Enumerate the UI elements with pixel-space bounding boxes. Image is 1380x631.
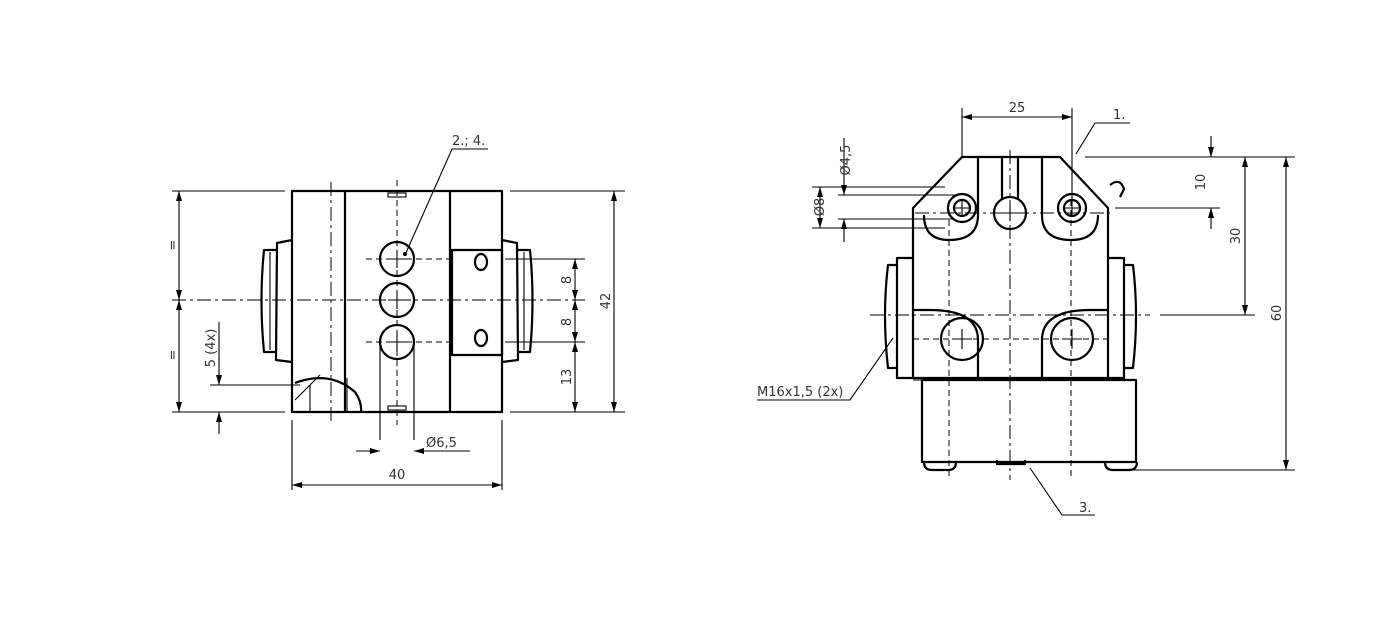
dim-5-4x: 5 (4x) [204, 329, 219, 368]
mounting-hole-boss-left [946, 192, 978, 224]
left-flange [260, 238, 293, 364]
right-labels: 25 1. Ø4,5 Ø8 10 30 60 M16x1,5 (2x) 3. [757, 101, 1285, 516]
left-dimensions [172, 148, 625, 490]
callout-parts-2-4: 2.; 4. [452, 134, 485, 149]
equal-label-bottom: = [166, 350, 181, 361]
dim-30: 30 [1229, 228, 1244, 245]
dim-60: 60 [1270, 305, 1285, 322]
dim-10: 10 [1194, 174, 1209, 191]
right-body-outline [911, 155, 1139, 472]
callout-part-3: 3. [1079, 501, 1091, 516]
dim-40: 40 [389, 468, 406, 483]
right-flange [501, 238, 534, 364]
dim-diameter-4-5: Ø4,5 [839, 145, 854, 176]
right-view: 25 1. Ø4,5 Ø8 10 30 60 M16x1,5 (2x) 3. [757, 101, 1295, 516]
callout-part-1: 1. [1113, 108, 1125, 123]
mounting-holes [939, 192, 1095, 362]
dim-8-bottom: 8 [560, 318, 575, 326]
dim-13: 13 [560, 369, 575, 386]
thread-callout: M16x1,5 (2x) [757, 385, 843, 400]
side-flanges [883, 256, 1138, 380]
equal-label-top: = [166, 240, 181, 251]
left-centerlines [172, 180, 585, 425]
bottom-cutaway [294, 374, 363, 413]
dim-42: 42 [599, 293, 614, 310]
dim-diameter-8: Ø8 [813, 198, 828, 217]
dim-8-top: 8 [560, 276, 575, 284]
mounting-hole-left [952, 198, 972, 218]
dim-hole-diameter: Ø6,5 [426, 436, 457, 451]
right-dimensions [757, 108, 1295, 516]
right-centerlines [870, 150, 1150, 480]
left-view: 2.; 4. = = 5 (4x) 8 8 13 42 Ø6,5 40 [166, 134, 625, 490]
left-labels: 2.; 4. = = 5 (4x) 8 8 13 42 Ø6,5 40 [166, 134, 614, 483]
dim-25: 25 [1009, 101, 1026, 116]
